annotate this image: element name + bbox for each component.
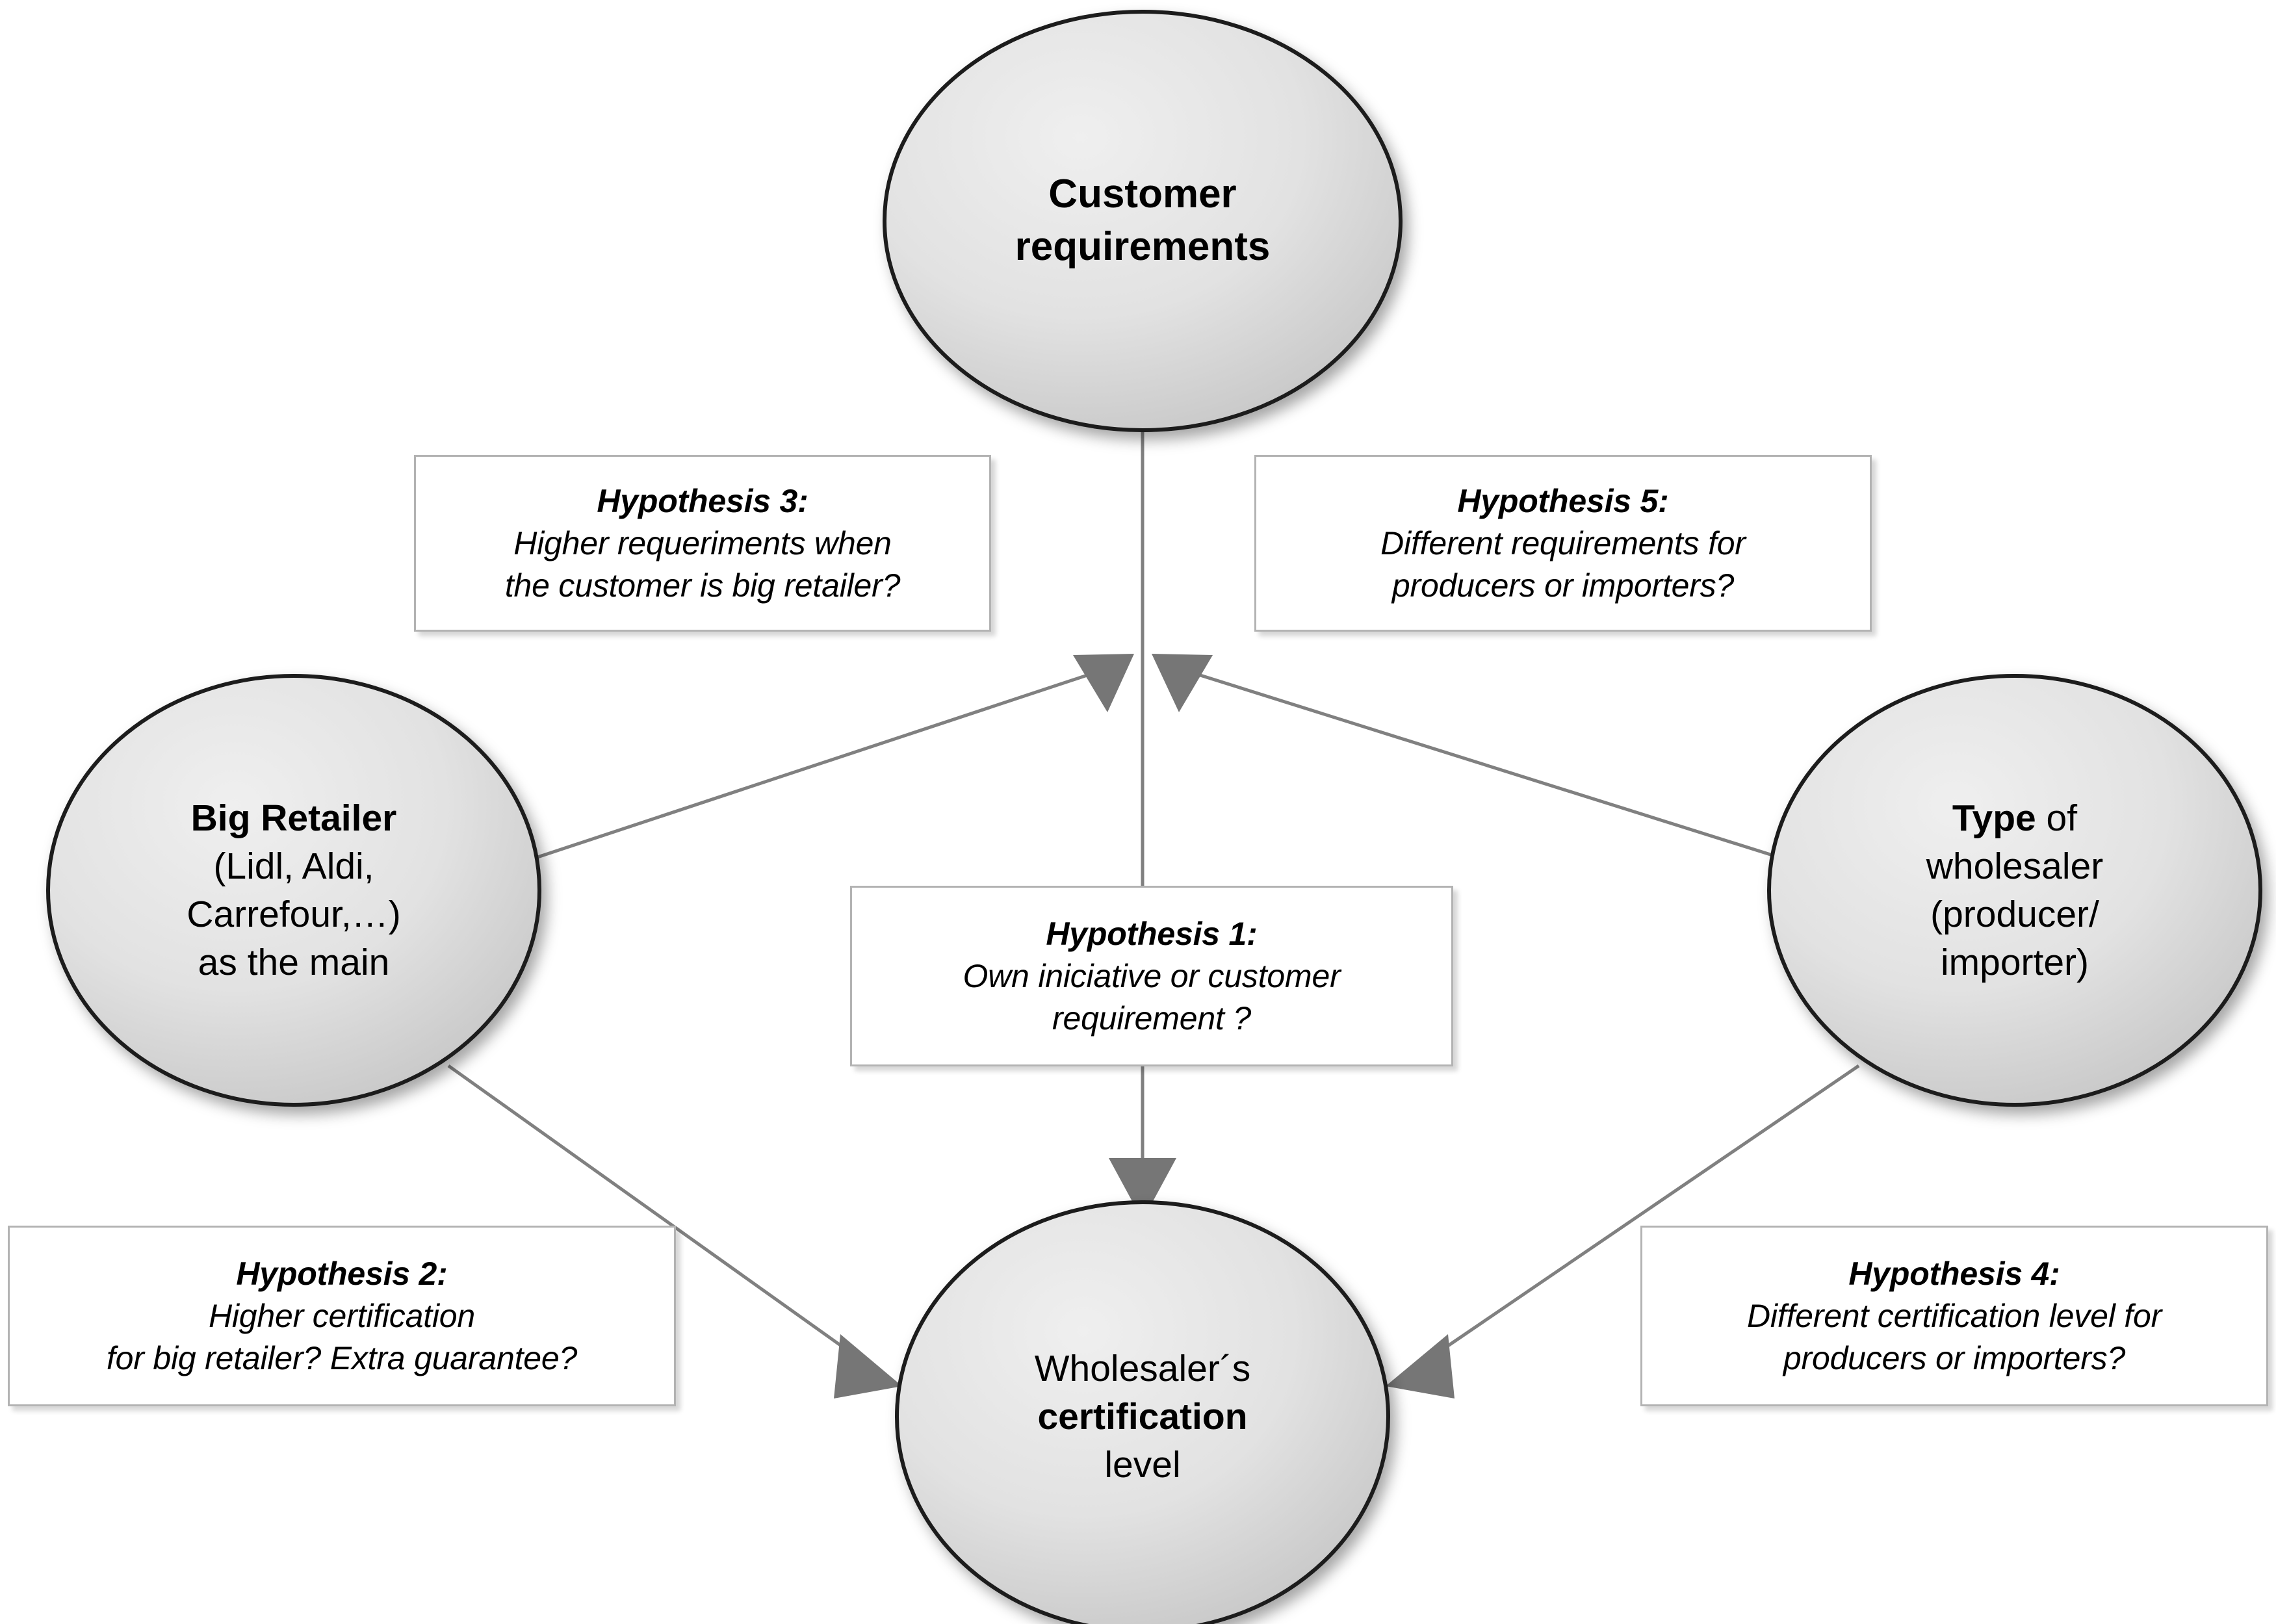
hypothesis-5-line: Different requirements for [1380, 524, 1746, 561]
edge-big-retailer-to-certification [447, 1064, 902, 1398]
edge-customer-requirements-to-certification [1109, 429, 1176, 1220]
hypothesis-1-line: Own iniciative or customer [963, 957, 1341, 994]
hypothesis-4-line: producers or importers? [1783, 1339, 2126, 1376]
arrowhead-up-right-icon [1152, 654, 1213, 712]
edge-type-of-wholesaler-to-certification [1386, 1064, 1860, 1398]
hypothesis-4-box[interactable]: Hypothesis 4: Different certification le… [1640, 1226, 2268, 1406]
arrowhead-down-left-icon [1386, 1334, 1455, 1398]
hypothesis-5-title: Hypothesis 5: [1457, 482, 1669, 519]
hypothesis-2-line: Higher certification [208, 1297, 476, 1334]
hypothesis-1-line: requirement ? [1052, 999, 1251, 1037]
hypothesis-3-line: Higher requeriments when [513, 524, 892, 561]
hypothesis-3-line: the customer is big retailer? [504, 567, 901, 604]
hypothesis-2-box[interactable]: Hypothesis 2: Higher certification for b… [8, 1226, 676, 1406]
customer-requirements-ellipse[interactable] [883, 10, 1403, 432]
hypothesis-5-line: producers or importers? [1391, 567, 1735, 604]
hypothesis-2-line: for big retailer? Extra guarantee? [106, 1339, 578, 1376]
edge-big-retailer-to-customer-requirements [535, 654, 1134, 860]
arrowhead-down-icon [1109, 1158, 1176, 1220]
wholesaler-certification-level-ellipse[interactable] [895, 1200, 1390, 1624]
hypothesis-4-line: Different certification level for [1746, 1297, 2162, 1334]
hypothesis-3-box[interactable]: Hypothesis 3: Higher requeriments when t… [414, 455, 991, 632]
arrowhead-up-left-icon [1073, 654, 1134, 712]
hypothesis-4-title: Hypothesis 4: [1848, 1255, 2060, 1292]
big-retailer-ellipse[interactable] [46, 674, 541, 1107]
hypothesis-3-title: Hypothesis 3: [597, 482, 808, 519]
hypothesis-1-title: Hypothesis 1: [1046, 915, 1258, 952]
hypothesis-1-box[interactable]: Hypothesis 1: Own iniciative or customer… [850, 886, 1453, 1066]
hypothesis-2-title: Hypothesis 2: [236, 1255, 448, 1292]
type-of-wholesaler-ellipse[interactable] [1767, 674, 2262, 1107]
edge-type-of-wholesaler-to-customer-requirements [1152, 654, 1781, 860]
hypothesis-5-box[interactable]: Hypothesis 5: Different requirements for… [1254, 455, 1872, 632]
arrowhead-down-right-icon [834, 1334, 902, 1398]
